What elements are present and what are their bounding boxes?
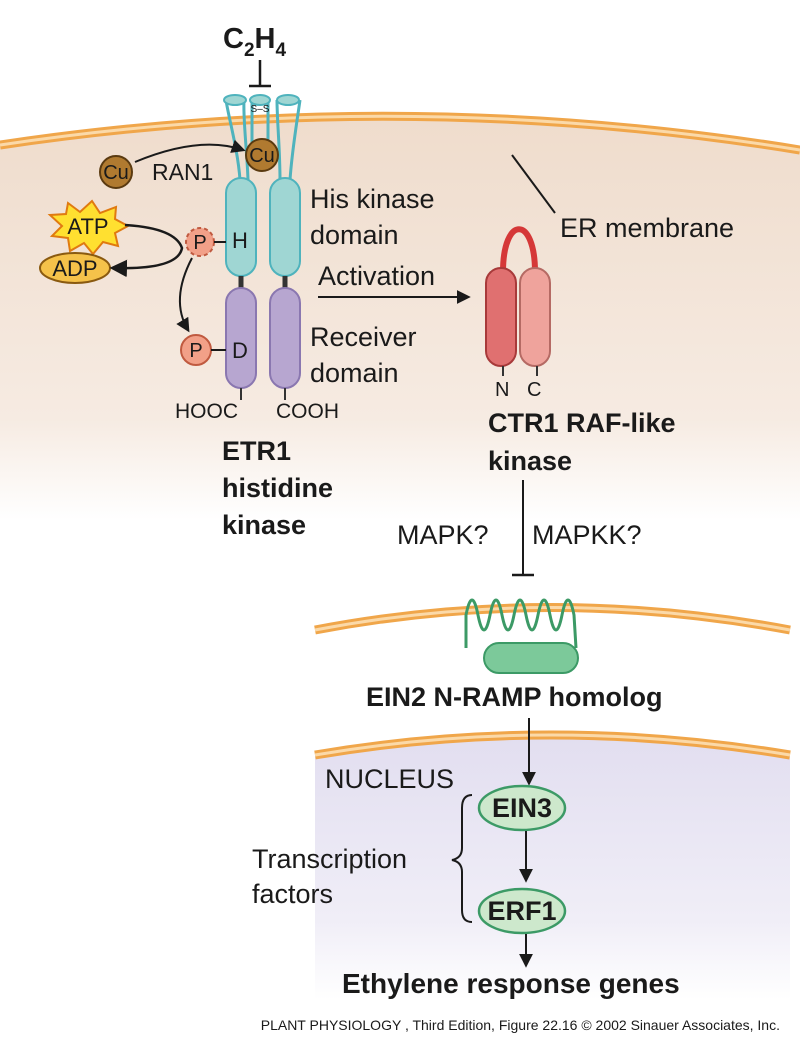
nucleus-region: [315, 735, 790, 1000]
ctr1-title: CTR1 RAF-like kinase: [488, 408, 683, 476]
er-membrane-label: ER membrane: [560, 213, 734, 243]
etr1-loop-caps: [223, 94, 300, 106]
mapkk-label: MAPKK?: [532, 520, 642, 550]
receiver-domain-label: Receiver domain: [310, 322, 424, 388]
copper-bound-label: Cu: [249, 145, 275, 167]
his-site-label: H: [232, 228, 248, 253]
his-kinase-domain-label: His kinase domain: [310, 184, 442, 250]
ein2-cytoplasmic-domain: [483, 642, 579, 674]
etr1-transmembrane-loops: [224, 99, 302, 181]
mapk-label: MAPK?: [397, 520, 489, 550]
ctr1-n-label: N: [495, 379, 509, 401]
asp-site-label: D: [232, 338, 248, 363]
his-kinase-domain-left: [225, 177, 257, 277]
copper-bound: [245, 138, 279, 172]
phospho-transfer-arrow: [176, 257, 193, 333]
etr1-title: ETR1 histidine kinase: [222, 436, 341, 540]
ctr1-c-domain: [519, 267, 551, 367]
ein2-transmembrane-helix: [464, 598, 578, 649]
ein2-title: EIN2 N-RAMP homolog: [366, 682, 663, 712]
ein3-label: EIN3: [492, 793, 552, 823]
cooh-label: COOH: [276, 400, 339, 423]
ran1-label: RAN1: [152, 159, 213, 185]
transcription-brace: [451, 794, 473, 923]
copper-free: [99, 155, 133, 189]
adp-label: ADP: [52, 256, 97, 281]
phosphate-asp-label: P: [189, 340, 202, 362]
ran1-arrow: [134, 139, 246, 163]
ctr1-loop: [500, 226, 538, 273]
atp-to-adp-arrow: [109, 223, 184, 278]
hooc-label: HOOC: [175, 400, 238, 423]
ctr1-c-label: C: [527, 379, 541, 401]
nucleus-label: NUCLEUS: [325, 764, 454, 794]
cytoplasm-region: [0, 116, 800, 520]
disulfide-label: S–S: [251, 104, 270, 115]
transcription-factors-label: Transcription factors: [252, 844, 415, 909]
atp-burst: [47, 199, 131, 256]
activation-label: Activation: [318, 261, 435, 291]
phosphate-his-label: P: [193, 232, 206, 254]
figure-caption: PLANT PHYSIOLOGY , Third Edition, Figure…: [261, 1017, 780, 1033]
ethylene-label: C2H4: [223, 23, 286, 61]
receiver-domain-right: [269, 287, 301, 389]
ein3-ellipse: [477, 784, 567, 832]
his-kinase-domain-right: [269, 177, 301, 277]
er-membrane-pointer: [511, 154, 556, 214]
ctr1-n-domain: [485, 267, 517, 367]
atp-label: ATP: [67, 214, 108, 239]
erf1-ellipse: [477, 887, 567, 935]
response-genes-label: Ethylene response genes: [342, 968, 680, 999]
copper-free-label: Cu: [103, 162, 129, 184]
erf1-label: ERF1: [487, 896, 556, 926]
